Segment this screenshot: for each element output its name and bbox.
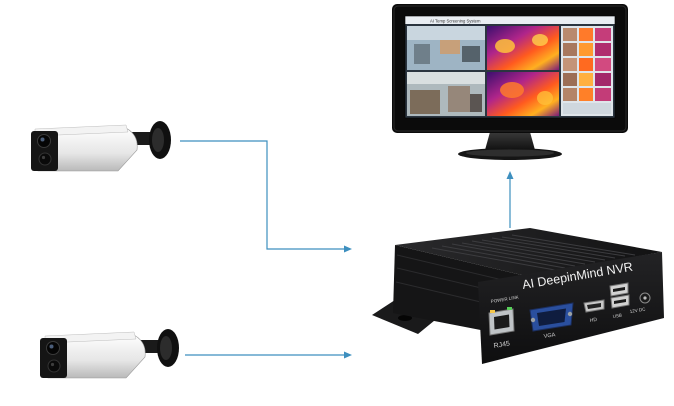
monitor-screen: AI Temp Screening System: [405, 16, 615, 118]
screen-title-bar: [405, 16, 615, 24]
camera-1: [31, 121, 171, 172]
nvr-top-face: [395, 228, 662, 276]
camera-1-lens-thermal: [38, 152, 52, 166]
screen-face-capture-list: [561, 26, 613, 116]
nvr-to-monitor-arrowhead: [506, 171, 514, 179]
nvr-power-label: POWER: [490, 296, 508, 304]
camera-2-lens-optical: [46, 341, 60, 355]
camera-1-link: [180, 140, 345, 250]
nvr-dc-label: 12V DC: [629, 306, 646, 314]
nvr-dc-port: [639, 292, 651, 304]
camera-2: [40, 329, 179, 379]
monitor-stand-neck: [485, 132, 535, 150]
nvr-hd-label: HD: [589, 317, 597, 324]
nvr-vga-label: VGA: [543, 332, 556, 340]
nvr-usb-ports: [609, 282, 630, 309]
nvr-vga-port: [529, 302, 574, 332]
nvr-rj45-port: [488, 307, 515, 336]
nvr-hd-port: [583, 299, 605, 313]
camera-1-lens-optical: [37, 134, 51, 148]
monitor: AI Temp Screening System: [392, 4, 628, 160]
camera-1-arrowhead: [344, 245, 352, 253]
nvr-link-label: LINK: [508, 294, 519, 301]
nvr-heatsink-fins: [431, 234, 636, 271]
nvr-device: AI DeepinMind NVR POWER LINK RJ45 VGA HD: [372, 228, 664, 364]
nvr-usb-label: USB: [612, 313, 622, 319]
camera-2-lens-thermal: [47, 359, 61, 373]
screen-app-title: AI Temp Screening System: [430, 18, 481, 23]
nvr-rj45-label: RJ45: [493, 340, 510, 349]
connection-lines: [180, 140, 514, 359]
camera-2-arrowhead: [344, 351, 352, 359]
